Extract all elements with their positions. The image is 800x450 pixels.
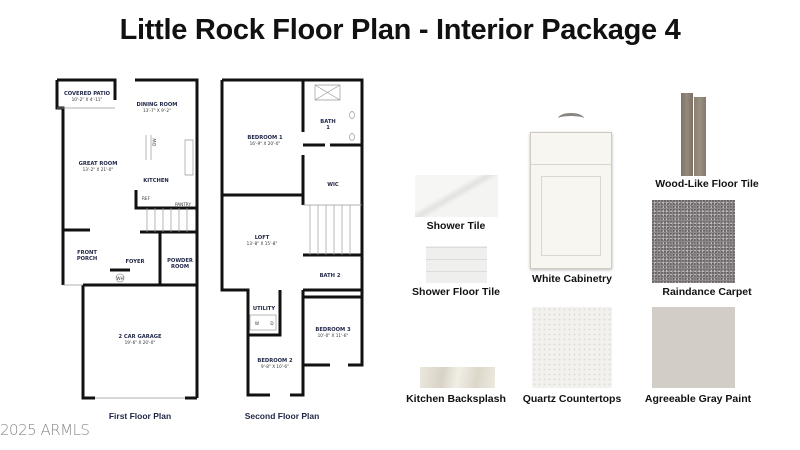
second-floor-caption: Second Floor Plan [245,411,320,421]
room-label: GREAT ROOM [79,161,118,167]
room-label: WH [116,276,123,281]
room-label: DW [152,138,157,145]
room-label: PORCH [77,256,97,262]
room-dims: 13'-8" X 15'-8" [247,241,278,246]
room-dims: 16'-9" X 20'-0" [250,141,281,146]
shower-floor-tile-label: Shower Floor Tile [412,286,500,298]
room-label: FOYER [125,259,144,265]
room-dims: 13'-7" X 9'-2" [143,108,171,113]
room-label: BEDROOM 1 [247,135,283,141]
shower-tile-label: Shower Tile [426,220,486,232]
room-dims: 19'-6" X 20'-0" [125,340,156,345]
gray-paint-swatch [652,307,735,388]
backsplash-label: Kitchen Backsplash [406,393,506,405]
room-label: DINING ROOM [137,102,178,108]
room-label: BATH [320,119,335,125]
page-title: Little Rock Floor Plan - Interior Packag… [119,14,681,46]
room-label: UTILITY [253,306,275,312]
room-label: BEDROOM 2 [257,358,293,364]
white-cabinetry-swatch [530,132,612,269]
room-label: PANTRY [175,202,191,207]
quartz-label: Quartz Countertops [522,393,622,405]
room-label: ROOM [171,264,189,270]
carpet-swatch [652,200,735,283]
second-floor-plan: BEDROOM 1 16'-9" X 20'-0" BATH 1 WIC LOF… [220,78,364,421]
first-floor-caption: First Floor Plan [109,411,171,421]
room-label: W [255,321,259,326]
room-label: FRONT [77,250,97,256]
floor-plans: COVERED PATIO 10'-2" X 4'-11" DINING ROO… [55,78,364,421]
wood-floor-tile-swatch-2 [694,97,706,176]
cabinet-handle-icon [558,113,584,124]
room-label: COVERED PATIO [64,91,111,97]
room-label: 1 [326,125,330,131]
room-label: BEDROOM 3 [315,327,351,333]
shower-tile-swatch [415,175,498,217]
room-dims: 9'-8" X 10'-6" [261,364,289,369]
room-dims: 13'-2" X 21'-0" [83,167,114,172]
room-label: REF [142,196,151,201]
room-label: D [270,321,273,326]
room-label: KITCHEN [143,178,169,184]
quartz-swatch [532,307,612,388]
room-label: LOFT [255,235,270,241]
room-label: POWDER [167,258,193,264]
backsplash-swatch [420,367,495,388]
room-label: 2 CAR GARAGE [118,334,162,340]
copyright-watermark: 2025 ARMLS [0,421,90,439]
first-floor-plan: COVERED PATIO 10'-2" X 4'-11" DINING ROO… [55,78,199,421]
gray-paint-label: Agreeable Gray Paint [644,393,752,405]
room-dims: 10'-2" X 4'-11" [72,97,103,102]
wood-floor-tile-swatch [681,93,693,176]
room-dims: 10'-0" X 11'-6" [318,333,349,338]
shower-floor-tile-swatch [426,246,487,283]
carpet-label: Raindance Carpet [662,286,752,298]
wood-floor-tile-label: Wood-Like Floor Tile [655,178,759,190]
white-cabinetry-label: White Cabinetry [532,273,612,285]
room-label: WIC [327,182,339,188]
room-label: BATH 2 [320,273,341,279]
